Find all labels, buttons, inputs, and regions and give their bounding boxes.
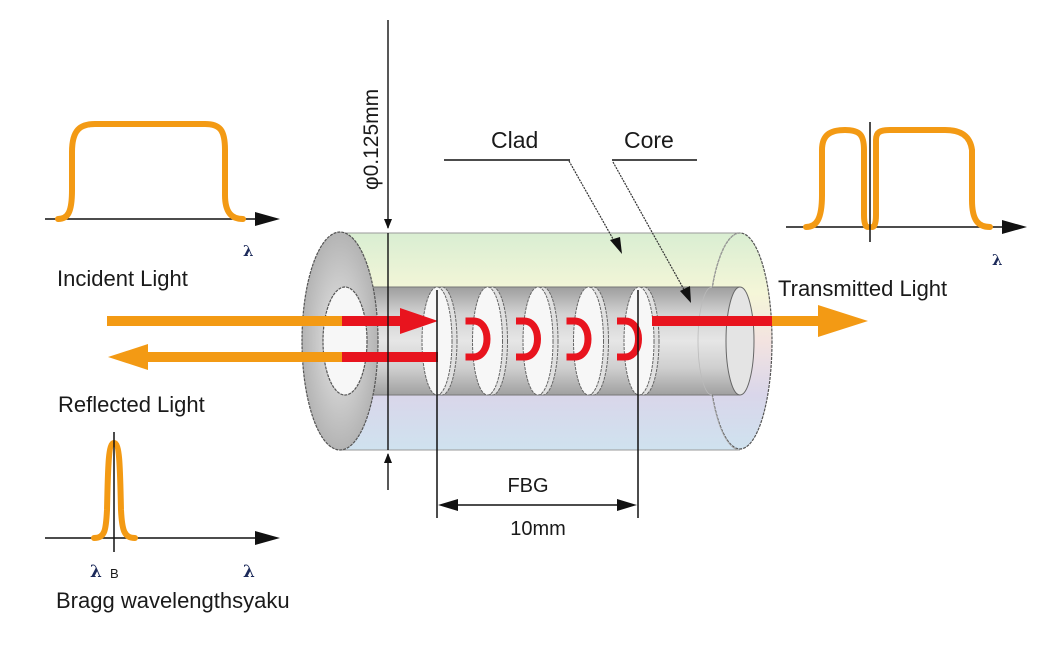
fbg-length-label: 10mm	[510, 518, 566, 540]
reflected-light-arrow	[108, 344, 438, 370]
core-callout: Core	[612, 127, 697, 303]
incident-spectrum: λ Incident Light	[45, 121, 280, 291]
reflection-loop	[516, 317, 541, 361]
bragg-wavelength-label: Bragg wavelengthsyaku	[56, 588, 290, 613]
bragg-grating	[421, 286, 660, 396]
reflection-loop	[566, 317, 592, 361]
clad-callout: Clad	[444, 127, 622, 254]
fbg-label: FBG	[507, 475, 548, 497]
bragg-lambda-sub: B	[110, 566, 119, 581]
reflected-axis-lambda: λ	[243, 562, 255, 582]
core-right-end	[725, 286, 755, 396]
diameter-label: φ0.125mm	[360, 89, 383, 190]
incident-lambda: λ	[243, 242, 254, 260]
fbg-length-dimension: FBG 10mm	[436, 290, 639, 540]
transmitted-light-arrow	[652, 305, 868, 337]
clad-label: Clad	[491, 127, 538, 153]
reflection-loop	[465, 317, 491, 361]
core-label: Core	[624, 127, 674, 153]
incident-light-arrow	[107, 308, 438, 334]
reflected-spectrum: Reflected Light λ B λ Bragg wavelengthsy…	[45, 392, 290, 613]
transmitted-spectrum: λ Transmitted Light	[778, 122, 1027, 301]
transmitted-lambda: λ	[992, 251, 1003, 269]
transmitted-label: Transmitted Light	[778, 276, 947, 301]
diameter-dimension: φ0.125mm	[360, 20, 392, 490]
reflected-label: Reflected Light	[58, 392, 205, 417]
incident-spectrum-curve	[55, 121, 246, 222]
bragg-lambda: λ	[90, 562, 102, 582]
incident-label: Incident Light	[57, 266, 188, 291]
transmitted-spectrum-curve	[803, 126, 993, 230]
core-left-end	[322, 286, 368, 396]
